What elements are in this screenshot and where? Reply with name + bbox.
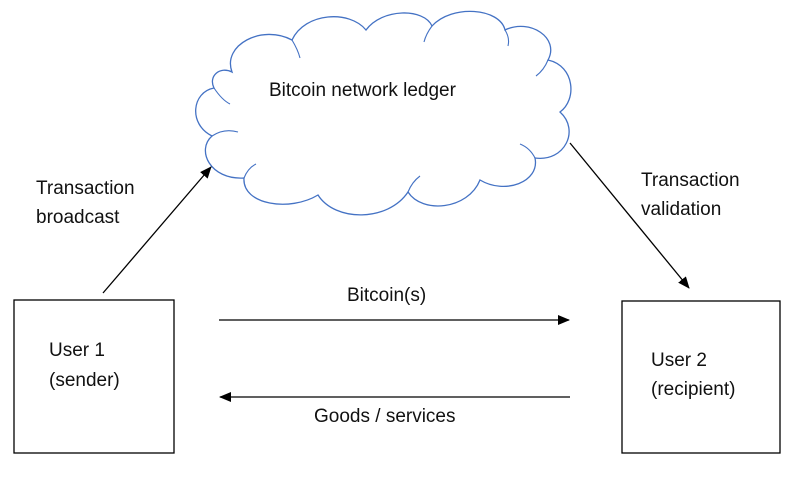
- bitcoin-arrow-label: Bitcoin(s): [347, 285, 427, 306]
- user1-box: [13, 299, 175, 454]
- user2-name: User 2: [651, 350, 707, 371]
- validation-label-line2: validation: [641, 199, 722, 220]
- broadcast-arrow: [102, 166, 212, 294]
- user1-role: (sender): [49, 370, 120, 391]
- cloud-shape: [195, 10, 572, 216]
- goods-arrow-label: Goods / services: [314, 406, 456, 427]
- user2-role: (recipient): [651, 379, 736, 400]
- cloud-label: Bitcoin network ledger: [269, 80, 456, 101]
- validation-label-line1: Transaction: [641, 170, 740, 191]
- broadcast-label-line1: Transaction: [36, 178, 135, 199]
- user2-box: [621, 300, 781, 454]
- broadcast-label-line2: broadcast: [36, 207, 120, 228]
- validation-arrow: [569, 142, 690, 289]
- user1-name: User 1: [49, 340, 105, 361]
